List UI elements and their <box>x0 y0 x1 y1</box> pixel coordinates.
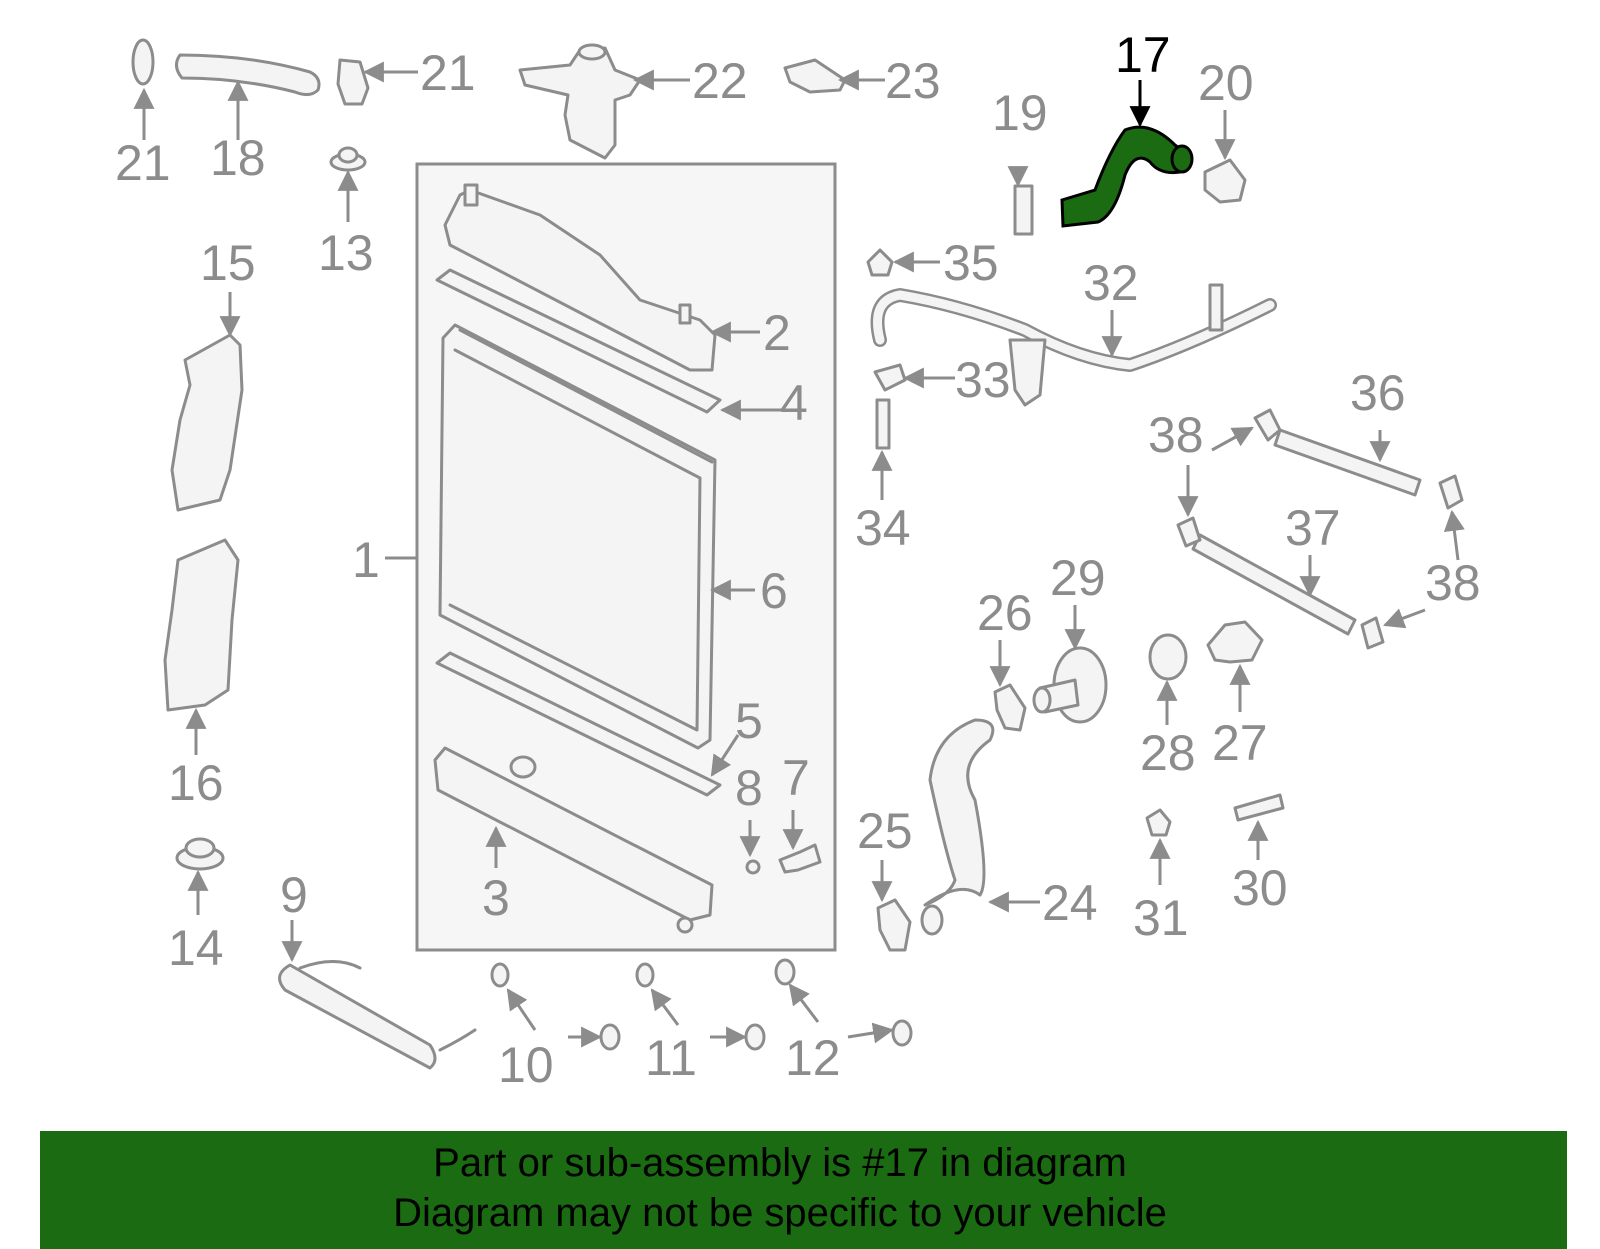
label-34: 34 <box>855 500 911 556</box>
label-25: 25 <box>857 803 913 859</box>
label-16: 16 <box>168 755 224 811</box>
part-24-hose[interactable] <box>923 718 995 907</box>
label-11: 11 <box>645 1030 697 1086</box>
banner-line-2: Diagram may not be specific to your vehi… <box>393 1191 1167 1235</box>
label-2: 2 <box>763 305 791 361</box>
part-31-nut[interactable] <box>1145 808 1172 837</box>
label-38-top: 38 <box>1148 407 1204 463</box>
label-27: 27 <box>1212 715 1268 771</box>
part-25-clamp[interactable] <box>876 898 912 952</box>
label-6: 6 <box>760 563 788 619</box>
label-24: 24 <box>1042 875 1098 931</box>
label-35: 35 <box>943 235 999 291</box>
part-38-clip-a[interactable] <box>1253 408 1282 442</box>
part-2-upper-tank[interactable] <box>443 183 717 372</box>
part-21-clamp-left[interactable] <box>131 38 155 86</box>
label-14: 14 <box>168 920 224 976</box>
label-30: 30 <box>1232 860 1288 916</box>
part-26-clamp[interactable] <box>993 683 1027 732</box>
label-23: 23 <box>885 53 941 109</box>
label-9: 9 <box>280 867 308 923</box>
part-29-outlet[interactable] <box>1032 646 1108 724</box>
label-26: 26 <box>977 585 1033 641</box>
label-8: 8 <box>735 760 763 816</box>
callout-numbers: 1 2 3 4 5 6 7 8 9 10 11 12 13 14 15 16 1… <box>115 27 1481 1093</box>
part-22-filler-neck[interactable] <box>518 43 642 160</box>
part-18-hose[interactable] <box>175 53 321 97</box>
part-6-core[interactable] <box>438 323 717 750</box>
label-1: 1 <box>352 532 380 588</box>
label-15: 15 <box>200 235 256 291</box>
part-10-gasket-b[interactable] <box>599 1023 621 1051</box>
part-11-gasket-b[interactable] <box>744 1023 766 1051</box>
part-30-stud[interactable] <box>1233 793 1285 822</box>
label-7: 7 <box>782 750 810 806</box>
label-33: 33 <box>955 352 1011 408</box>
label-10: 10 <box>498 1037 554 1093</box>
label-36: 36 <box>1350 365 1406 421</box>
part-7-drain-cock[interactable] <box>778 843 822 874</box>
part-20-clamp[interactable] <box>1203 158 1247 204</box>
label-19: 19 <box>992 85 1048 141</box>
part-14-grommet[interactable] <box>175 837 225 871</box>
info-banner: Part or sub-assembly is #17 in diagram D… <box>40 1131 1567 1249</box>
part-15-shroud[interactable] <box>170 333 244 512</box>
part-19-sleeve[interactable] <box>1013 184 1034 236</box>
part-12-gasket-b[interactable] <box>891 1019 913 1047</box>
part-38-clip-d[interactable] <box>1360 616 1385 650</box>
label-4: 4 <box>780 375 808 431</box>
leader-lines <box>133 61 1465 1048</box>
banner-line-1: Part or sub-assembly is #17 in diagram <box>433 1141 1127 1185</box>
part-38-clip-b[interactable] <box>1438 474 1464 510</box>
part-21-clamp-right[interactable] <box>336 58 370 106</box>
label-21-left: 21 <box>115 135 171 191</box>
part-9-pipe[interactable] <box>278 963 437 1070</box>
label-18: 18 <box>210 130 266 186</box>
label-37: 37 <box>1285 500 1341 556</box>
label-22: 22 <box>692 53 748 109</box>
label-38-right: 38 <box>1425 555 1481 611</box>
label-29: 29 <box>1050 550 1106 606</box>
label-20: 20 <box>1198 55 1254 111</box>
part-12-gasket-a[interactable] <box>774 958 796 986</box>
part-16-shroud[interactable] <box>163 538 240 712</box>
part-3-lower-tank[interactable] <box>433 746 714 934</box>
label-12: 12 <box>785 1030 841 1086</box>
label-17-highlighted: 17 <box>1115 27 1171 83</box>
part-35-nut[interactable] <box>866 248 894 277</box>
part-28-ring[interactable] <box>1148 633 1188 681</box>
part-10-gasket-a[interactable] <box>490 962 510 988</box>
label-3: 3 <box>482 870 510 926</box>
label-21-right: 21 <box>420 45 476 101</box>
part-34-stud[interactable] <box>875 398 891 450</box>
part-36-rod[interactable] <box>1273 428 1422 497</box>
part-11-gasket-a[interactable] <box>635 962 655 988</box>
part-33-gasket[interactable] <box>873 363 907 392</box>
part-17-hose-highlighted[interactable] <box>1060 125 1188 228</box>
label-31: 31 <box>1133 890 1189 946</box>
part-27-thermostat[interactable] <box>1206 620 1264 664</box>
label-28: 28 <box>1140 725 1196 781</box>
label-13: 13 <box>318 225 374 281</box>
part-8-o-ring[interactable] <box>745 859 761 875</box>
part-13-grommet[interactable] <box>329 146 367 172</box>
part-23-cap[interactable] <box>783 58 847 94</box>
label-32: 32 <box>1083 255 1139 311</box>
part-38-clip-c[interactable] <box>1176 516 1202 548</box>
part-5-lower-seal[interactable] <box>435 651 722 797</box>
label-5: 5 <box>735 693 763 749</box>
